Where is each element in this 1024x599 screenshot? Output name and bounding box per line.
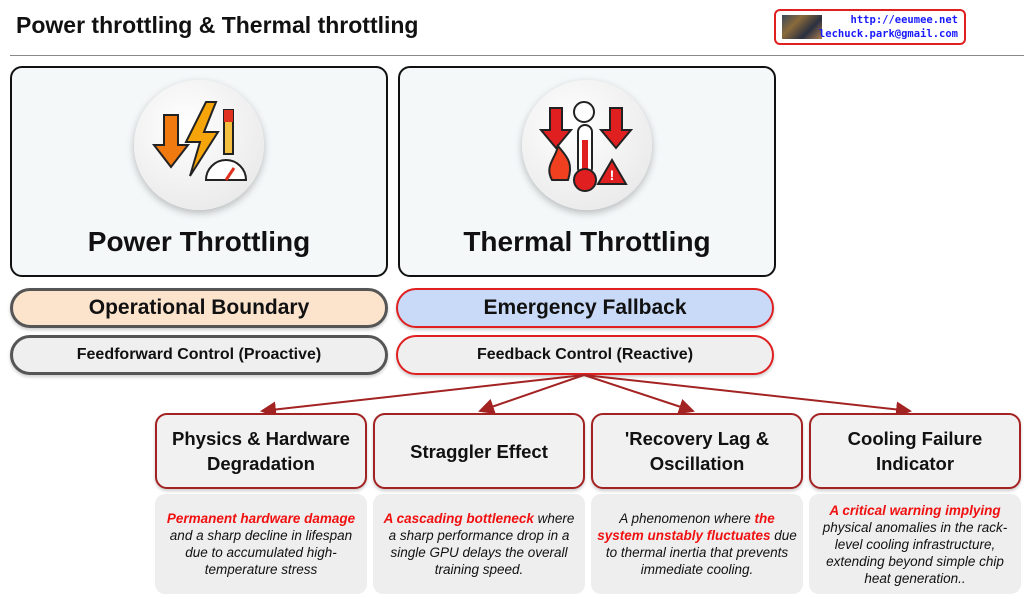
title-divider	[10, 55, 1024, 56]
feedforward-control-pill: Feedforward Control (Proactive)	[10, 335, 388, 375]
thermometer-fire-warning-icon: !	[522, 80, 652, 210]
author-url[interactable]: http://eeumee.net	[850, 14, 958, 26]
highlight: A critical warning implying	[829, 502, 1001, 518]
feedback-control-pill: Feedback Control (Reactive)	[396, 335, 774, 375]
highlight: the system unstably fluctuates	[597, 511, 775, 543]
page-title: Power throttling & Thermal throttling	[16, 12, 419, 38]
highlight: Permanent hardware damage	[166, 511, 356, 526]
arrow-to-cooling	[583, 374, 912, 418]
emergency-fallback-pill: Emergency Fallback	[396, 288, 774, 328]
author-badge: http://eeumee.net lechuck.park@gmail.com	[774, 9, 966, 45]
svg-text:!: !	[610, 167, 615, 183]
effect-desc-straggler: A cascading bottleneck where a sharp per…	[373, 494, 585, 594]
effect-box-recovery: 'Recovery Lag & Oscillation	[591, 413, 803, 489]
highlight: A cascading bottleneck	[383, 511, 534, 526]
effect-desc-physics: Permanent hardware damage and a sharp de…	[155, 494, 367, 594]
effect-desc-cooling: A critical warning implying physical ano…	[809, 494, 1021, 594]
power-lightning-gauge-icon	[134, 80, 264, 210]
card-label: Power Throttling	[87, 226, 311, 257]
effect-box-straggler: Straggler Effect	[373, 413, 585, 489]
power-throttling-card: Power Throttling	[10, 66, 388, 277]
arrow-to-physics	[260, 374, 585, 418]
arrow-to-recovery	[583, 374, 695, 415]
card-label: Thermal Throttling	[463, 226, 711, 257]
effect-box-physics: Physics & Hardware Degradation	[155, 413, 367, 489]
arrow-to-straggler	[478, 374, 585, 414]
author-thumbnail	[782, 15, 822, 39]
effect-box-cooling: Cooling Failure Indicator	[809, 413, 1021, 489]
effect-desc-recovery: A phenomenon where the system unstably f…	[591, 494, 803, 594]
thermal-throttling-card: ! Thermal Throttling	[398, 66, 776, 277]
operational-boundary-pill: Operational Boundary	[10, 288, 388, 328]
author-email[interactable]: lechuck.park@gmail.com	[818, 28, 958, 40]
